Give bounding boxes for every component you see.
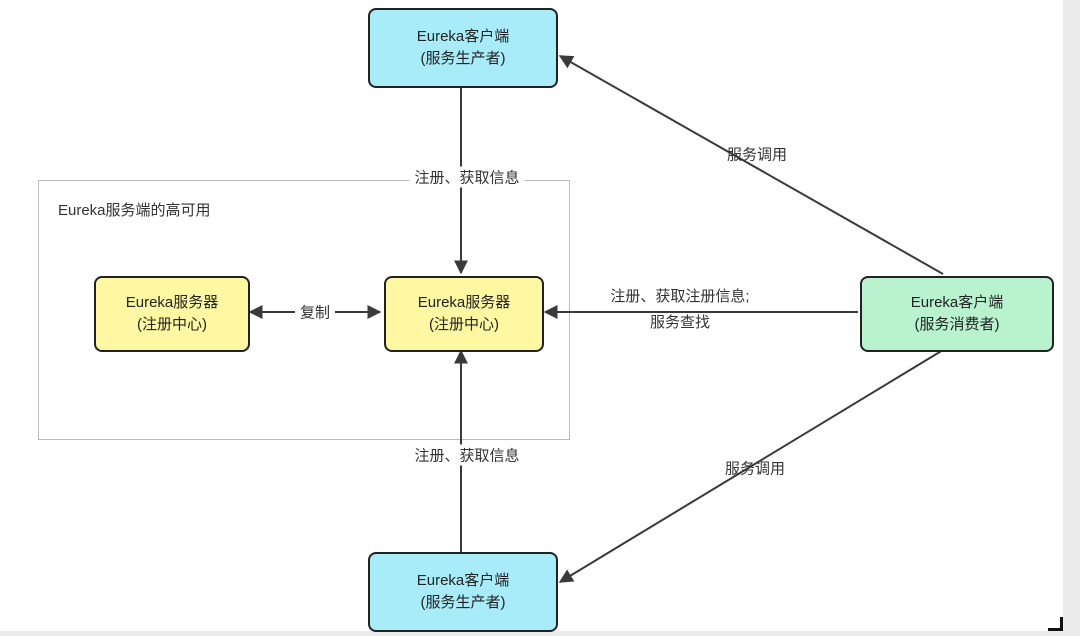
node-title: Eureka服务器 [125,293,219,311]
page-edge-right [1063,0,1080,636]
ha-group-box [38,180,570,440]
edge-consumer-to-producer-top [558,55,944,275]
edge-label-register-top: 注册、获取信息 [409,166,525,188]
node-title: Eureka客户端 [910,293,1004,311]
watermark-corner-mark [1048,617,1063,631]
edge-label-consumer-register: 注册、获取注册信息; 服务查找 [610,284,749,336]
node-subtitle: (注册中心) [429,316,499,333]
node-eureka-server-main: Eureka服务器 (注册中心) [384,276,544,352]
edge-label-replicate: 复制 [294,301,336,323]
node-eureka-client-producer-top: Eureka客户端 (服务生产者) [368,8,558,88]
ha-group-label: Eureka服务端的高可用 [58,202,211,219]
node-subtitle: (服务生产者) [420,50,506,67]
edge-label-invoke-top: 服务调用 [726,146,788,164]
node-subtitle: (注册中心) [137,316,207,333]
node-subtitle: (服务生产者) [420,594,506,611]
edge-label-consumer-register-line1: 注册、获取注册信息; [610,288,750,305]
node-eureka-server-replica: Eureka服务器 (注册中心) [94,276,250,352]
edge-label-register-bottom: 注册、获取信息 [409,444,525,466]
page-edge-bottom [0,631,1080,636]
node-subtitle: (服务消费者) [914,316,1000,333]
edge-label-invoke-bottom: 服务调用 [724,460,786,478]
node-eureka-client-producer-bottom: Eureka客户端 (服务生产者) [368,552,558,632]
node-title: Eureka客户端 [416,27,510,45]
node-title: Eureka客户端 [416,571,510,589]
edge-label-consumer-register-line2: 服务查找 [649,314,711,331]
node-eureka-client-consumer: Eureka客户端 (服务消费者) [860,276,1054,352]
node-title: Eureka服务器 [417,293,511,311]
